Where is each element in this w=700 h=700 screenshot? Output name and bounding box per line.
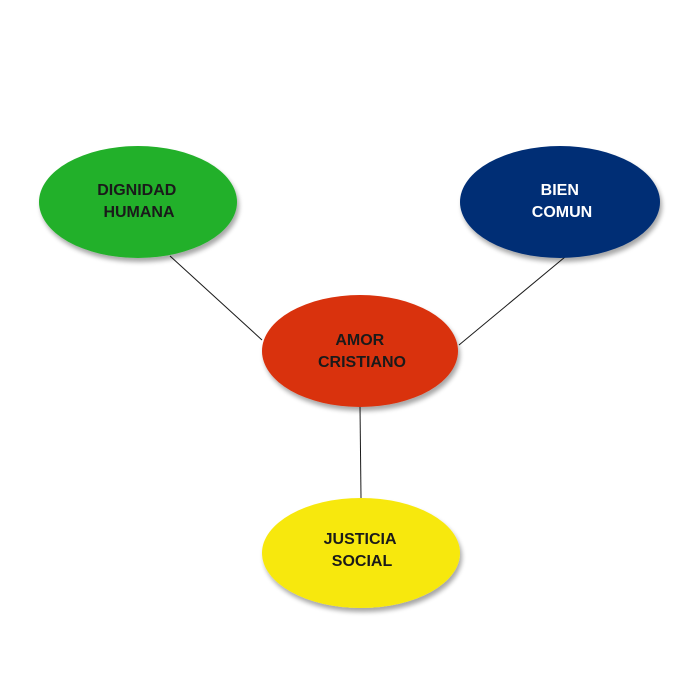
node-bien-comun-shape <box>460 146 660 258</box>
node-amor-cristiano-line-1: AMOR <box>335 332 384 349</box>
node-dignidad-humana-line-1: DIGNIDAD <box>97 182 176 199</box>
node-dignidad-humana-label: DIGNIDAD HUMANA <box>97 182 181 221</box>
node-justicia-social-line-1: JUSTICIA <box>324 531 397 548</box>
node-amor-cristiano-line-2: CRISTIANO <box>318 354 406 371</box>
node-bien-comun: BIEN COMUN <box>460 146 660 258</box>
connector-amor-bien <box>458 256 566 346</box>
node-dignidad-humana-shape <box>39 146 237 258</box>
node-justicia-social: JUSTICIA SOCIAL <box>262 498 460 608</box>
node-justicia-social-shape <box>262 498 460 608</box>
node-amor-cristiano: AMOR CRISTIANO <box>262 295 458 407</box>
node-bien-comun-line-2: COMUN <box>532 204 592 221</box>
node-justicia-social-label: JUSTICIA SOCIAL <box>324 531 401 570</box>
connector-amor-justicia <box>359 405 362 499</box>
node-dignidad-humana-line-2: HUMANA <box>103 204 175 221</box>
node-dignidad-humana: DIGNIDAD HUMANA <box>39 146 237 258</box>
node-amor-cristiano-label: AMOR CRISTIANO <box>318 332 406 371</box>
node-justicia-social-line-2: SOCIAL <box>332 553 393 570</box>
node-bien-comun-line-1: BIEN <box>541 182 579 199</box>
node-amor-cristiano-shape <box>262 295 458 407</box>
node-bien-comun-label: BIEN COMUN <box>532 182 592 221</box>
connector-amor-dignidad <box>169 255 263 341</box>
